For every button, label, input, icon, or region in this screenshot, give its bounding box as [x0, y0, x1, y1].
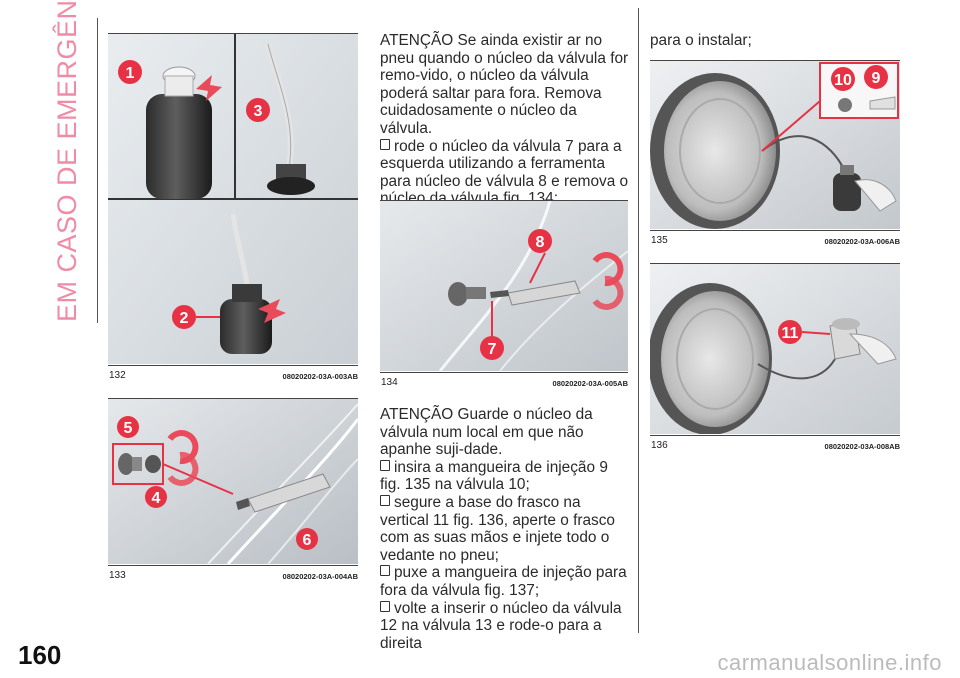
- valve-core-illustration: 5 4 6: [108, 399, 358, 564]
- figure-132-number: 132: [109, 370, 126, 381]
- figure-136-code: 08020202-03A-008AB: [824, 442, 900, 451]
- figure-133-code: 08020202-03A-004AB: [282, 572, 358, 581]
- warning-paragraph-1: ATENÇÃO Se ainda existir ar no pneu quan…: [380, 32, 629, 137]
- svg-text:2: 2: [180, 310, 189, 327]
- callout-10: 10: [831, 67, 855, 91]
- svg-text:5: 5: [124, 420, 133, 437]
- valve-tool-illustration: 8 7: [380, 201, 628, 371]
- callout-3: 3: [246, 98, 270, 122]
- figure-134-number: 134: [381, 377, 398, 388]
- svg-text:10: 10: [834, 72, 852, 89]
- callout-9: 9: [864, 65, 888, 89]
- figure-133-image: 5 4 6: [108, 399, 358, 564]
- callout-1: 1: [118, 60, 142, 84]
- callout-5: 5: [117, 416, 139, 438]
- page-number: 160: [18, 640, 62, 670]
- figure-caption-rule: [108, 565, 358, 566]
- callout-6: 6: [296, 528, 318, 550]
- continuation-text: para o instalar;: [650, 32, 752, 49]
- figure-caption-rule: [380, 372, 628, 373]
- figure-134-image: 8 7: [380, 201, 628, 371]
- step-item: rode o núcleo da válvula 7 para a esquer…: [380, 137, 629, 208]
- figure-135-code: 08020202-03A-006AB: [824, 237, 900, 246]
- figure-135-image: 10 9: [650, 61, 900, 229]
- figure-caption-rule: [650, 230, 900, 231]
- svg-text:1: 1: [126, 65, 135, 82]
- svg-text:6: 6: [303, 532, 312, 549]
- svg-text:4: 4: [152, 490, 161, 507]
- column-divider: [97, 18, 98, 323]
- figure-132-code: 08020202-03A-003AB: [282, 372, 358, 381]
- svg-text:9: 9: [872, 70, 881, 87]
- step-item: volte a inserir o núcleo da válvula 12 n…: [380, 599, 622, 652]
- step-item: segure a base do frasco na vertical 11 f…: [380, 493, 615, 564]
- checkbox-bullet-icon: [380, 138, 390, 150]
- svg-text:3: 3: [254, 103, 263, 120]
- checkbox-bullet-icon: [380, 565, 390, 577]
- figure-top-rule: [108, 398, 358, 399]
- step-item: insira a mangueira de injeção 9 fig. 135…: [380, 458, 608, 494]
- figure-top-rule: [108, 33, 358, 34]
- figure-136-image: 11: [650, 264, 900, 434]
- figure-134-code: 08020202-03A-005AB: [552, 379, 628, 388]
- callout-4: 4: [145, 486, 167, 508]
- callout-11: 11: [778, 320, 802, 344]
- warning-paragraph-2: ATENÇÃO Guarde o núcleo da válvula num l…: [380, 406, 593, 459]
- callout-7: 7: [480, 336, 504, 360]
- tire-sealant-illustration: 11: [650, 264, 900, 434]
- checkbox-bullet-icon: [380, 600, 390, 612]
- svg-text:11: 11: [782, 325, 799, 342]
- figure-135-number: 135: [651, 235, 668, 246]
- figure-top-rule: [650, 60, 900, 61]
- sealant-bottle-illustration: 1 3 2: [108, 34, 358, 364]
- checkbox-bullet-icon: [380, 459, 390, 471]
- svg-text:7: 7: [488, 341, 497, 358]
- svg-text:8: 8: [536, 234, 545, 251]
- figure-top-rule: [650, 263, 900, 264]
- side-title-text: EM CASO DE EMERGÊNCIA: [52, 0, 82, 322]
- column2-lower-text: ATENÇÃO Guarde o núcleo da válvula num l…: [380, 406, 630, 652]
- watermark: carmanualsonline.info: [717, 650, 942, 675]
- column2-upper-text: ATENÇÃO Se ainda existir ar no pneu quan…: [380, 32, 630, 208]
- callout-8: 8: [528, 229, 552, 253]
- column3-text: para o instalar;: [650, 32, 900, 50]
- figure-top-rule: [380, 200, 628, 201]
- callout-2: 2: [172, 305, 196, 329]
- figure-133-number: 133: [109, 570, 126, 581]
- tire-injection-illustration: 10 9: [650, 61, 900, 229]
- column-divider: [638, 8, 639, 633]
- figure-132-image: 1 3 2: [108, 34, 358, 364]
- figure-caption-rule: [108, 365, 358, 366]
- step-item: puxe a mangueira de injeção para fora da…: [380, 564, 627, 599]
- figure-caption-rule: [650, 435, 900, 436]
- figure-136-number: 136: [651, 440, 668, 451]
- checkbox-bullet-icon: [380, 494, 390, 506]
